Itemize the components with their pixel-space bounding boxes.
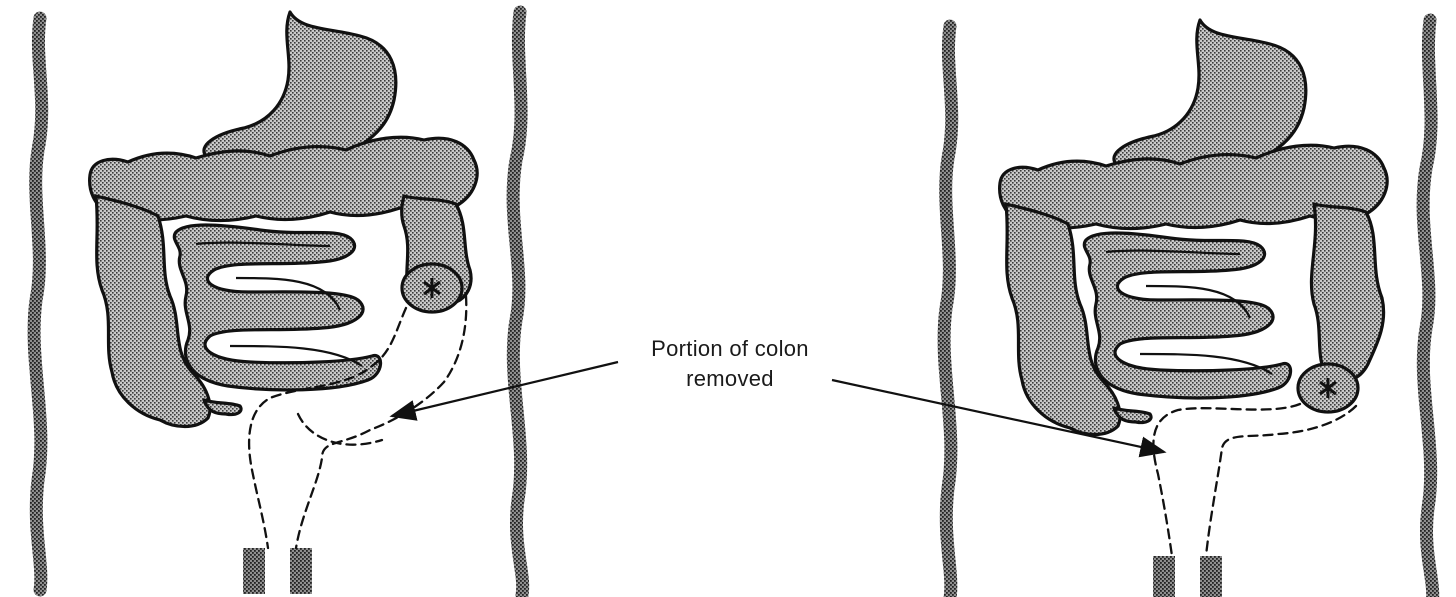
annotation-line-2: removed xyxy=(560,364,900,394)
annotation-label: Portion of colon removed xyxy=(560,334,900,394)
left-panel-diagram xyxy=(34,12,523,595)
removed-colon-outline xyxy=(249,308,406,548)
descending-colon-long xyxy=(1311,204,1383,382)
annotation-line-1: Portion of colon xyxy=(560,334,900,364)
right-panel-diagram xyxy=(944,20,1433,597)
removed-rectal-outline xyxy=(1153,404,1300,556)
